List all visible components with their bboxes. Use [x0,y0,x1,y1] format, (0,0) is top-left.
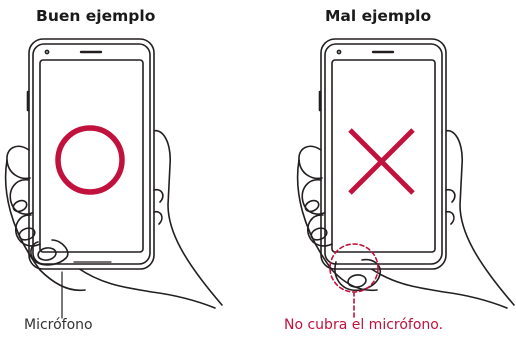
bad-palm [296,159,378,292]
good-arm [146,129,223,306]
good-finger-2 [9,179,33,215]
bad-arm [438,129,515,306]
good-wrist [77,267,216,309]
bad-fingertips-right [445,188,456,225]
bad-fingernail-over-mic [347,274,367,288]
good-example-illustration [4,38,223,319]
good-front-camera-icon [44,49,50,55]
bad-phone-frame [324,43,443,265]
bad-front-camera-icon [336,49,342,55]
bad-finger-1 [298,145,323,180]
good-palm [4,159,86,292]
good-fingertips-right [153,188,164,225]
good-finger-1 [6,145,31,180]
bad-wrist [369,267,508,309]
do-not-cover-microphone-caption: No cubra el micrófono. [284,317,444,333]
bad-example-title: Mal ejemplo [325,7,432,25]
bad-fingernail-1 [304,199,320,213]
bad-finger-over-mic [334,258,382,292]
good-ok-circle-icon [55,125,125,195]
good-fingernail-3 [37,247,57,261]
good-fingernail-1 [12,199,28,213]
microphone-caption: Micrófono [24,317,93,333]
bad-example-illustration [296,38,515,319]
bad-cross-icon [348,128,415,195]
good-example-title: Buen ejemplo [36,7,156,25]
good-phone-frame [32,43,151,265]
good-finger-4 [30,239,69,266]
bad-phone-screen [331,59,436,253]
good-phone-body [28,38,155,270]
good-phone-screen [39,59,144,253]
bad-finger-3 [307,214,333,247]
bad-phone-body [320,38,447,270]
bad-finger-2 [301,179,325,215]
